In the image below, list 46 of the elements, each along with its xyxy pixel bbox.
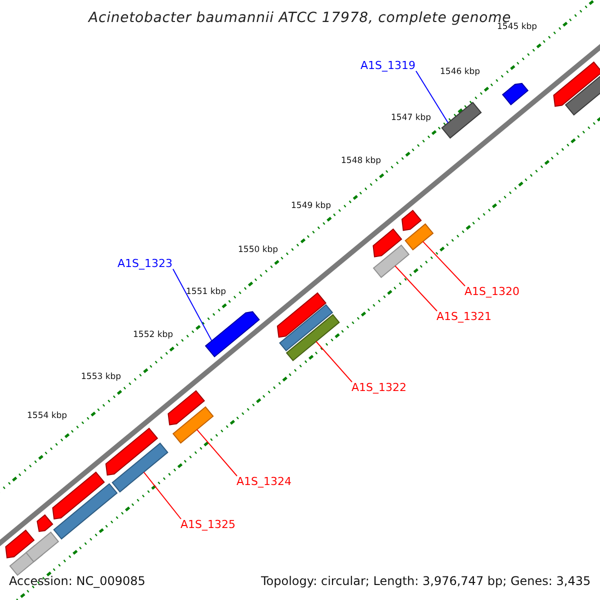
gene-bar (53, 483, 118, 540)
gene-label: A1S_1322 (352, 382, 406, 392)
tick-label: 1554 kbp (27, 412, 68, 420)
leader-line (172, 268, 212, 342)
gene-label: A1S_1320 (464, 286, 520, 296)
tick-label: 1546 kbp (440, 68, 480, 76)
gene-bar (52, 472, 105, 520)
gene-bar (372, 228, 402, 258)
gene-bar (372, 244, 410, 278)
gene-bar (25, 532, 60, 562)
gene-label: A1S_1324 (236, 476, 292, 486)
gene-bar (553, 61, 600, 107)
tick-label: 1547 kbp (391, 114, 432, 122)
gene-bar (172, 406, 214, 444)
gene-bar (502, 82, 529, 106)
gene-bar (286, 314, 340, 362)
tick-label: 1552 kbp (133, 330, 174, 339)
tick-label: 1545 kbp (497, 22, 538, 31)
gene-bar (401, 210, 422, 231)
leader-line (143, 472, 182, 520)
tick-label: 1553 kbp (81, 372, 122, 381)
leader-line (416, 70, 449, 124)
gene-bar (168, 390, 205, 426)
gene-label: A1S_1323 (118, 258, 172, 268)
leader-line (422, 241, 466, 286)
leader-line (316, 341, 352, 382)
leader-line (196, 429, 238, 476)
info-text: Accession: NC_009085 (9, 575, 146, 587)
gene-label: A1S_1325 (180, 518, 236, 530)
gene-label: A1S_1321 (436, 310, 492, 322)
gene-bar (276, 292, 326, 338)
gene-bar (279, 304, 334, 352)
diagram-title: Acinetobacter baumannii ATCC 17978, complete genome (88, 11, 512, 25)
gene-bar (404, 223, 434, 250)
gene-bar (5, 530, 35, 558)
gene-bar (441, 102, 482, 139)
gene-label: A1S_1319 (360, 60, 416, 70)
tick-label: 1551 kbp (186, 288, 226, 296)
tick-label: 1548 kbp (341, 156, 382, 165)
tick-label: 1549 kbp (291, 202, 332, 210)
gene-bar (112, 442, 168, 493)
info-text: Topology: circular; Length: 3,976,747 bp; Genes: 3,435 (261, 575, 591, 587)
gene-bar (105, 428, 158, 476)
tick-label: 1550 kbp (238, 246, 278, 254)
leader-line (394, 265, 438, 312)
gene-bar (204, 311, 260, 358)
